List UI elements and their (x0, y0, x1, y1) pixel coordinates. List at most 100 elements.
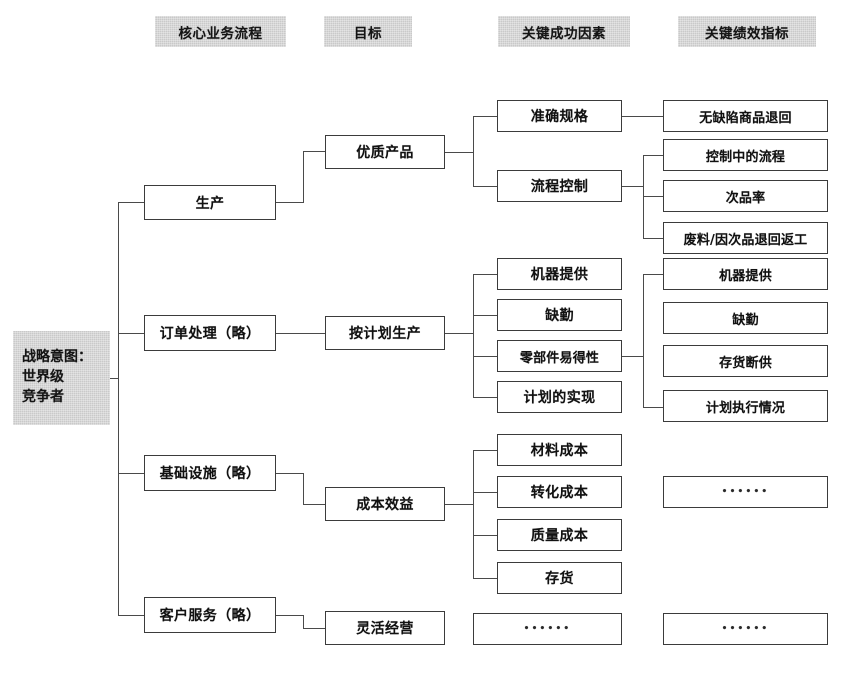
kpi-node-placeholder-1[interactable]: •••••• (663, 476, 828, 508)
kpi-node-controlled-process[interactable]: 控制中的流程 (663, 139, 828, 171)
kpi-node-machine-supply[interactable]: 机器提供 (663, 258, 828, 290)
column-header-core-business-process: 核心业务流程 (155, 16, 286, 47)
node-label: 存货 (545, 571, 574, 587)
column-header-key-success-factors: 关键成功因素 (498, 16, 630, 47)
node-label: 废料/因次品退回返工 (683, 232, 808, 248)
connector-to-parts-availability (473, 356, 497, 357)
process-node-infrastructure[interactable]: 基础设施（略） (144, 455, 276, 491)
process-node-customer-service[interactable]: 客户服务（略） (144, 597, 276, 633)
objective-node-flexible-operation[interactable]: 灵活经营 (325, 611, 445, 645)
node-label: •••••• (721, 624, 770, 634)
connector-trunk-to-production (118, 202, 144, 203)
node-label: 转化成本 (530, 485, 589, 501)
node-label: •••••• (721, 487, 770, 497)
strategic-intent-block: 战略意图： 世界级 竞争者 (13, 331, 110, 425)
connector-on-plan-production-spine (473, 274, 474, 397)
node-label: 客户服务（略） (159, 608, 261, 624)
column-header-label: 关键成功因素 (522, 25, 606, 42)
column-header-key-performance-indicators: 关键绩效指标 (678, 16, 816, 47)
connector-to-absence (473, 315, 497, 316)
connector-to-controlled-process (643, 155, 663, 156)
objective-node-quality-product[interactable]: 优质产品 (325, 135, 445, 169)
objective-node-cost-benefit[interactable]: 成本效益 (325, 487, 445, 521)
connector-to-material-cost (473, 450, 497, 451)
connector-trunk-to-customer-service (118, 615, 144, 616)
connector-quality-product-spine (473, 116, 474, 186)
kpi-node-defect-free-returns[interactable]: 无缺陷商品退回 (663, 100, 828, 132)
success-factor-node-conversion-cost[interactable]: 转化成本 (497, 476, 622, 508)
success-factor-node-placeholder-2[interactable]: •••••• (473, 613, 622, 645)
node-label: 灵活经营 (356, 621, 414, 637)
node-label: 订单处理（略） (159, 326, 261, 342)
kpi-node-placeholder-2[interactable]: •••••• (663, 613, 828, 645)
kpi-node-plan-execution[interactable]: 计划执行情况 (663, 390, 828, 422)
process-node-order-processing[interactable]: 订单处理（略） (144, 315, 276, 351)
connector-to-flexible-operation (303, 628, 325, 629)
connector-trunk-vertical (118, 202, 119, 615)
kpi-node-scrap-rework[interactable]: 废料/因次品退回返工 (663, 222, 828, 254)
connector-quality-product-out (445, 152, 473, 153)
column-header-label: 关键绩效指标 (705, 25, 789, 42)
connector-to-accurate-spec (473, 116, 497, 117)
connector-production-branch-vertical (303, 151, 304, 203)
connector-to-quality-product (303, 151, 325, 152)
success-factor-node-inventory[interactable]: 存货 (497, 562, 622, 594)
connector-trunk-to-order-processing (118, 333, 144, 334)
node-label: 机器提供 (719, 268, 772, 284)
node-label: 流程控制 (530, 179, 589, 195)
success-factor-node-plan-realization[interactable]: 计划的实现 (497, 381, 622, 413)
success-factor-node-process-control[interactable]: 流程控制 (497, 170, 622, 202)
connector-infrastructure-branch-vertical (303, 473, 304, 504)
column-header-label: 目标 (354, 25, 382, 42)
connector-intent-to-trunk (110, 378, 119, 379)
connector-to-defect-rate (643, 196, 663, 197)
connector-to-machine-supply (473, 274, 497, 275)
node-label: 次品率 (725, 190, 766, 206)
node-label: 零部件易得性 (519, 350, 600, 366)
node-label: 按计划生产 (349, 326, 421, 342)
node-label: 基础设施（略） (159, 466, 261, 482)
objective-node-on-plan-production[interactable]: 按计划生产 (325, 316, 445, 350)
connector-accurate-spec-to-kpi (622, 116, 663, 117)
connector-on-plan-production-out (445, 333, 473, 334)
node-label: 控制中的流程 (705, 149, 786, 165)
column-header-label: 核心业务流程 (178, 25, 263, 42)
connector-to-process-control (473, 186, 497, 187)
connector-to-kpi-machine-supply (643, 274, 663, 275)
connector-trunk-to-infrastructure (118, 473, 144, 474)
node-label: 生产 (195, 195, 225, 212)
kpi-node-defect-rate[interactable]: 次品率 (663, 180, 828, 212)
connector-cost-benefit-out (445, 504, 473, 505)
node-label: 优质产品 (356, 145, 414, 161)
connector-customer-service-out (276, 615, 303, 616)
connector-to-kpi-plan-execution (643, 407, 663, 408)
node-label: 缺勤 (732, 312, 759, 328)
node-label: 计划执行情况 (705, 400, 786, 416)
node-label: 质量成本 (530, 528, 589, 544)
node-label: 存货断供 (719, 355, 772, 371)
node-label: •••••• (523, 624, 572, 634)
kpi-node-stockout[interactable]: 存货断供 (663, 345, 828, 377)
node-label: 无缺陷商品退回 (699, 110, 792, 126)
strategic-intent-line-2: 世界级 (22, 369, 64, 386)
connector-parts-availability-out (622, 356, 643, 357)
connector-production-out (276, 202, 303, 203)
node-label: 成本效益 (356, 497, 414, 513)
node-label: 计划的实现 (523, 390, 596, 406)
success-factor-node-parts-availability[interactable]: 零部件易得性 (497, 340, 622, 372)
success-factor-node-quality-cost[interactable]: 质量成本 (497, 519, 622, 551)
column-header-objectives: 目标 (324, 16, 412, 47)
success-factor-node-accurate-spec[interactable]: 准确规格 (497, 100, 622, 132)
connector-to-inventory (473, 578, 497, 579)
connector-to-scrap-rework (643, 238, 663, 239)
connector-plan-kpi-spine (643, 274, 644, 407)
success-factor-node-machine-supply[interactable]: 机器提供 (497, 258, 622, 290)
strategic-intent-line-1: 战略意图： (22, 349, 92, 366)
connector-to-quality-cost (473, 535, 497, 536)
success-factor-node-absence[interactable]: 缺勤 (497, 299, 622, 331)
kpi-node-absence[interactable]: 缺勤 (663, 302, 828, 334)
node-label: 机器提供 (530, 267, 589, 283)
process-node-production[interactable]: 生产 (144, 185, 276, 220)
success-factor-node-material-cost[interactable]: 材料成本 (497, 434, 622, 466)
connector-order-processing-out (276, 333, 325, 334)
